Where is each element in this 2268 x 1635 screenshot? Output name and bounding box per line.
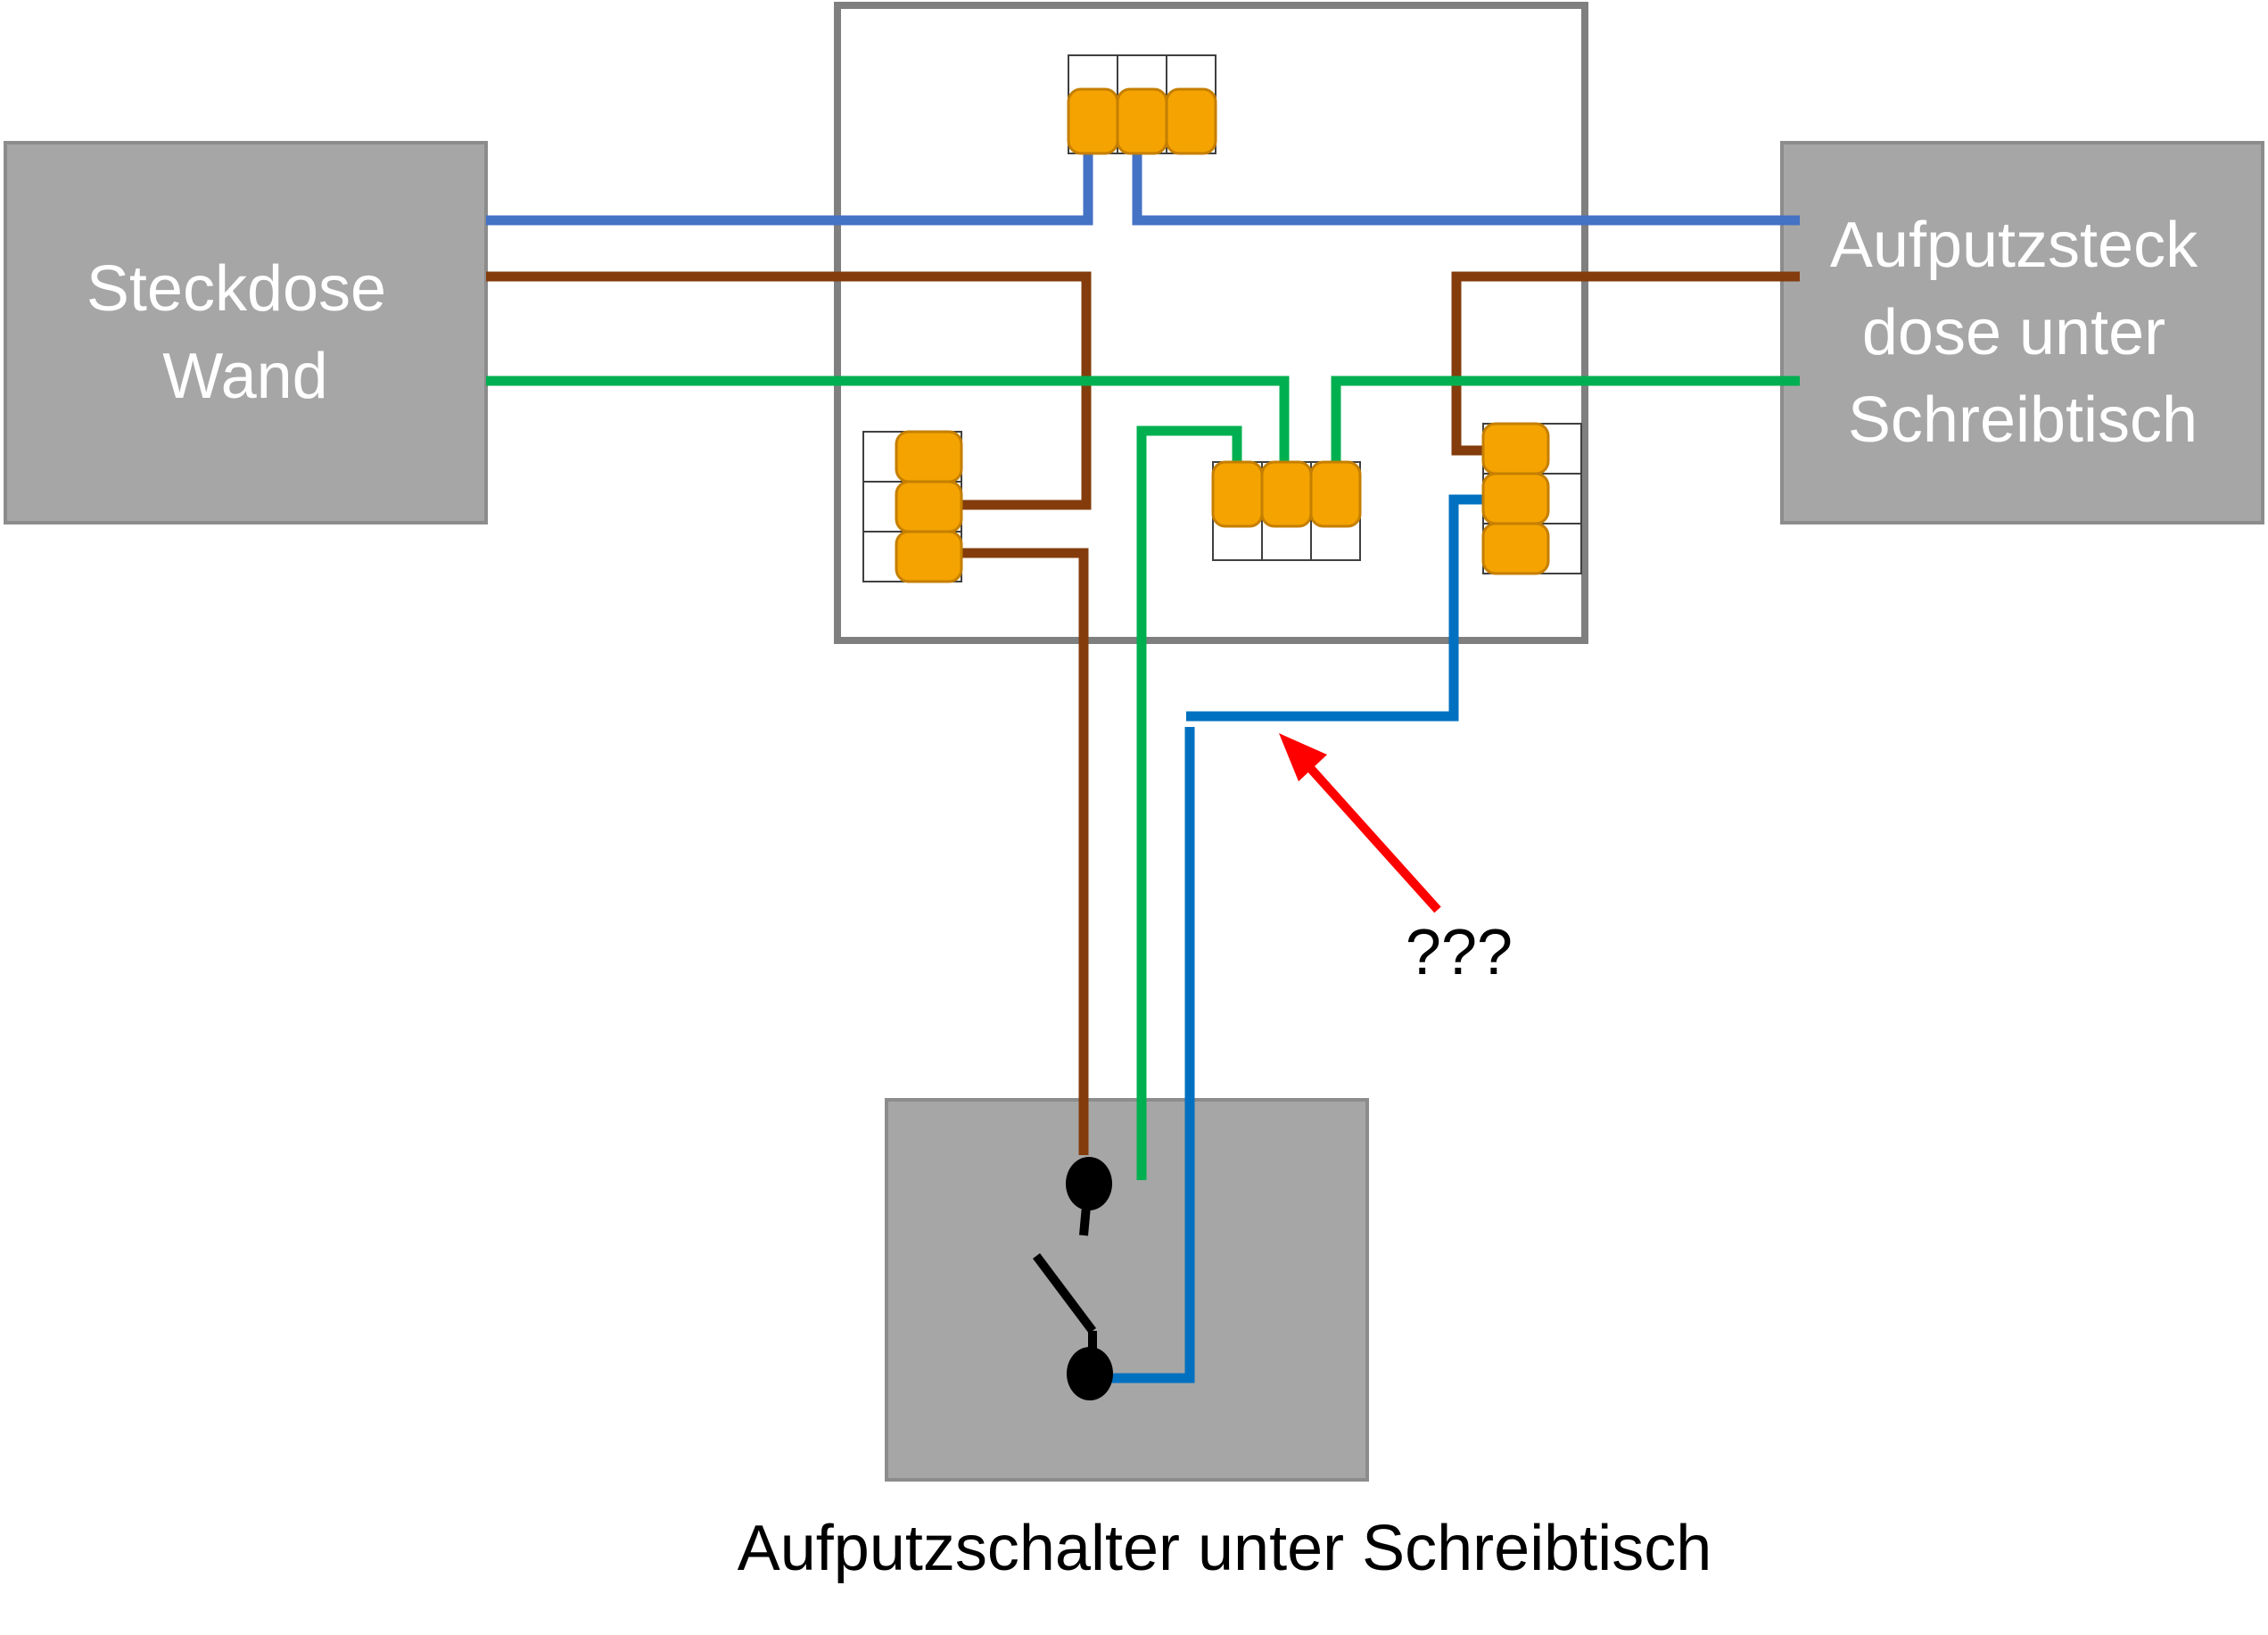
question-label: ??? — [1406, 917, 1513, 988]
switched-wire-switch — [1095, 727, 1195, 1383]
switch-terminal-bottom — [1067, 1347, 1113, 1400]
desk-socket-box — [1780, 141, 2264, 524]
switch-caption: Aufputzschalter unter Schreibtisch — [738, 1513, 1712, 1584]
phase-wire-switch — [959, 548, 1089, 1155]
wall-socket-label: Steckdose Wand — [87, 253, 404, 412]
switch-symbol — [1033, 1157, 1113, 1400]
neutral-wire-wall — [486, 152, 1093, 226]
phase-wire-desk — [1451, 271, 1800, 456]
earth-wire-switch — [1136, 425, 1242, 1180]
switched-wire-connector — [1186, 494, 1485, 722]
desk-socket-label: Aufputzsteck dose unter Schreibtisch — [1830, 210, 2215, 456]
question-arrow — [1279, 733, 1441, 913]
switch-box — [885, 1098, 1369, 1482]
earth-wire-wall — [486, 376, 1290, 462]
right-connector — [1481, 422, 1582, 575]
wall-socket-box — [4, 141, 488, 524]
earth-wire-desk — [1331, 376, 1800, 462]
switch-terminal-top — [1066, 1157, 1112, 1210]
middle-connector — [1211, 460, 1362, 561]
top-connector — [1067, 54, 1217, 155]
neutral-wire-desk — [1132, 152, 1800, 226]
phase-wire-wall — [486, 271, 1092, 510]
left-connector — [862, 430, 963, 583]
